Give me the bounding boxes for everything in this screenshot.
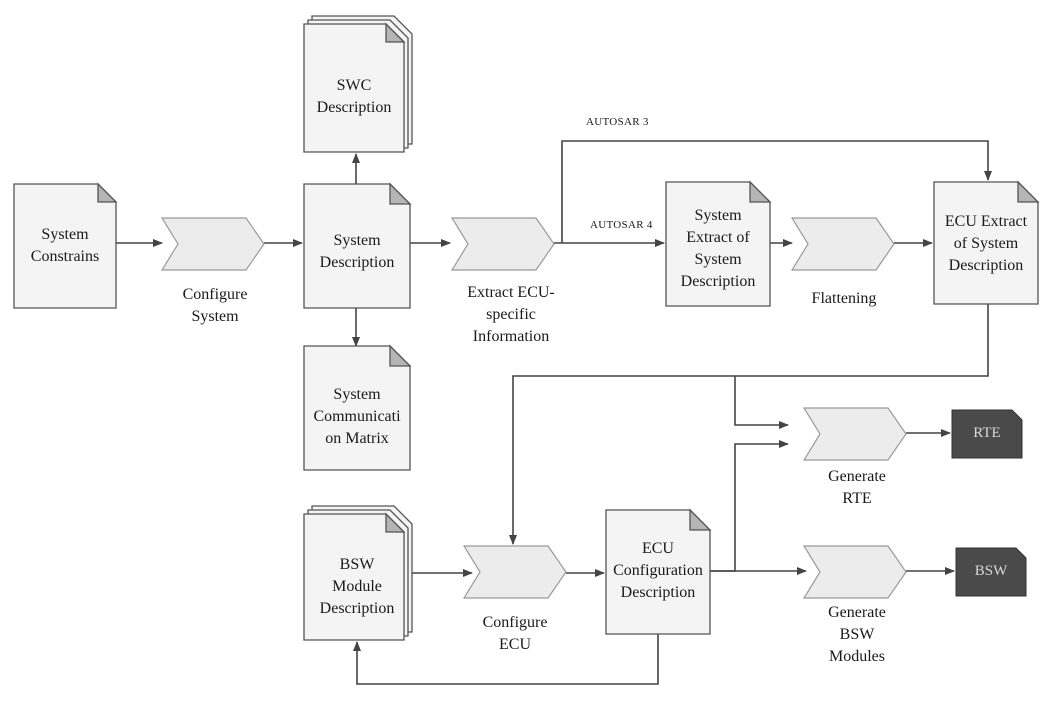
doc-ecu-extract-label: ECU Extract of System Description bbox=[944, 213, 1028, 274]
arrow-ecu-config-back-to-bsw-module bbox=[353, 634, 659, 685]
doc-swc-description-label: SWC Description bbox=[316, 77, 392, 116]
connectors bbox=[116, 140, 992, 685]
chevron-generate-rte bbox=[802, 407, 907, 461]
arrow-ecu-extract-to-configure-ecu bbox=[509, 304, 989, 545]
output-artifacts bbox=[951, 409, 1027, 597]
chevron-configure-system bbox=[160, 217, 265, 271]
chevron-generate-bsw-modules bbox=[802, 545, 907, 599]
activity-configure-ecu-label: Configure ECU bbox=[482, 614, 548, 653]
doc-system-extract-label: System Extract of System Description bbox=[680, 207, 756, 290]
doc-bsw-module-shape bbox=[303, 505, 413, 641]
path-label-autosar3: AUTOSAR 3 bbox=[586, 116, 649, 128]
doc-system-description-shape bbox=[303, 182, 412, 309]
doc-swc-description-shape bbox=[303, 15, 413, 153]
arrow-ecu-extract-to-generate-rte bbox=[734, 376, 789, 429]
activity-generate-rte-label: Generate RTE bbox=[828, 468, 886, 507]
doc-ecu-extract-shape bbox=[933, 180, 1040, 305]
activity-flattening-label: Flattening bbox=[811, 290, 877, 307]
doc-comm-matrix-label: System Communicati on Matrix bbox=[313, 386, 401, 447]
arrow-ecu-config-to-generate-rte bbox=[710, 440, 789, 572]
output-bsw-shape bbox=[955, 547, 1027, 597]
activity-generate-bsw-label: Generate BSW Modules bbox=[828, 604, 886, 665]
doc-bsw-module-label: BSW Module Description bbox=[319, 556, 395, 617]
arrow-extract-autosar3-to-ecu-extract bbox=[561, 140, 992, 243]
chevron-configure-ecu bbox=[462, 545, 567, 599]
doc-ecu-config-shape bbox=[605, 508, 712, 635]
activity-configure-system-label: Configure System bbox=[182, 286, 248, 325]
doc-system-description-label: System Description bbox=[319, 232, 395, 271]
doc-comm-matrix-shape bbox=[303, 344, 412, 471]
chevron-flattening bbox=[790, 217, 895, 271]
doc-system-extract-shape bbox=[665, 180, 772, 307]
activity-chevrons bbox=[160, 217, 907, 599]
output-bsw-label: BSW bbox=[974, 563, 1008, 579]
doc-ecu-config-label: ECU Configuration Description bbox=[613, 540, 703, 601]
output-rte-shape bbox=[951, 409, 1023, 459]
path-label-autosar4: AUTOSAR 4 bbox=[590, 219, 653, 231]
doc-system-constrains-label: System Constrains bbox=[30, 226, 100, 265]
activity-extract-ecu-label: Extract ECU- specific Information bbox=[467, 284, 555, 345]
output-rte-label: RTE bbox=[973, 425, 1001, 441]
chevron-extract-ecu-specific bbox=[450, 217, 555, 271]
doc-system-constrains-shape bbox=[13, 182, 118, 309]
document-shapes bbox=[13, 15, 1040, 641]
